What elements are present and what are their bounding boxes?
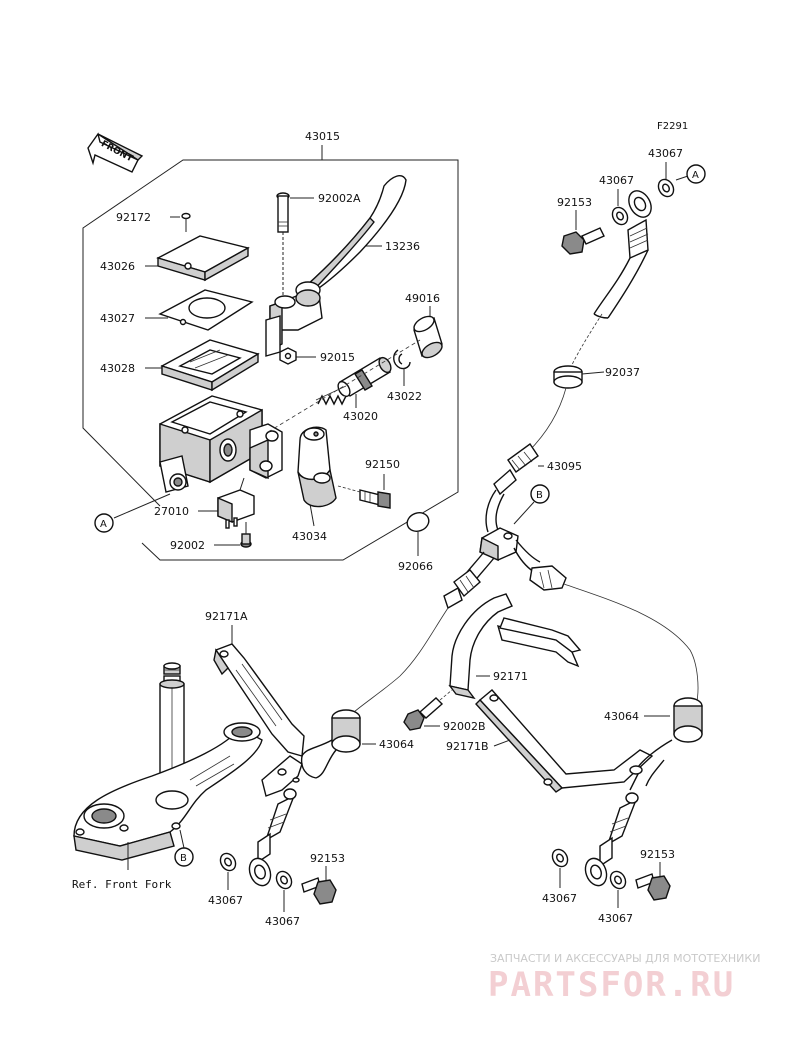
upper-brake-hose: [565, 249, 649, 379]
nut-92015: 92015: [279, 347, 355, 365]
label-92171A: 92171A: [205, 610, 248, 623]
brake-lever: 13236: [265, 175, 420, 357]
label-43064-right: 43064: [604, 710, 639, 723]
grommet-43064-right: 43064: [604, 697, 703, 743]
reservoir-cap: 43026: [100, 235, 250, 282]
ref-front-fork-label: Ref. Front Fork: [72, 878, 172, 891]
bracket-92171A: 92171A: [205, 610, 305, 797]
hose-path-left: [353, 607, 449, 713]
washer-43067-a: 43067: [648, 147, 683, 198]
pivot-bolt-92002A: 92002A: [276, 192, 361, 308]
label-43064-left: 43064: [379, 738, 414, 751]
label-43067-top1: 43067: [648, 147, 683, 160]
cap-plate: 43027: [100, 289, 254, 331]
screw-92002: 92002: [170, 522, 252, 552]
label-43067-top2: 43067: [599, 174, 634, 187]
bracket-92171B: 92171B: [446, 689, 654, 793]
marker-a-right-label: A: [692, 170, 699, 181]
piston-assembly: 43020: [315, 356, 392, 423]
label-43067-bl1: 43067: [208, 894, 243, 907]
label-43034: 43034: [292, 530, 327, 543]
clamp-43034: 43034: [292, 426, 337, 543]
banjo-top: [627, 190, 652, 260]
lower-hose-right: [584, 739, 673, 887]
cap-92066: 92066: [398, 512, 433, 573]
marker-a-left-label: A: [100, 519, 107, 530]
clamp-92037: 92037: [553, 365, 640, 389]
label-43015: 43015: [305, 130, 340, 143]
marker-a-right: A: [675, 164, 706, 184]
label-92171B: 92171B: [446, 740, 489, 753]
joint-43095: 43095: [493, 443, 582, 496]
label-43028: 43028: [100, 362, 135, 375]
bolt-92153-top: 92153: [557, 196, 605, 255]
label-43026: 43026: [100, 260, 135, 273]
boot-49016: 49016: [405, 292, 443, 359]
label-92037: 92037: [605, 366, 640, 379]
front-fork-stem: [73, 662, 263, 861]
label-92153-top: 92153: [557, 196, 592, 209]
label-92002A: 92002A: [318, 192, 361, 205]
watermark: ЗАПЧАСТИ И АКСЕССУАРЫ ДЛЯ МОТОТЕХНИКИ PA…: [488, 952, 760, 1005]
label-43067-br2: 43067: [598, 912, 633, 925]
label-43067-br1: 43067: [542, 892, 577, 905]
bracket-92171: 92171: [448, 593, 582, 700]
marker-a-left: A: [94, 493, 171, 533]
label-92002B: 92002B: [443, 720, 486, 733]
hose-guide-line: [527, 387, 567, 453]
label-92150: 92150: [365, 458, 400, 471]
watermark-subtitle: ЗАПЧАСТИ И АКСЕССУАРЫ ДЛЯ МОТОТЕХНИКИ: [490, 952, 760, 965]
diaphragm: 43028: [100, 339, 260, 392]
diagram-code: F2291: [657, 121, 688, 132]
assembly-frame: 43015: [82, 130, 459, 561]
washer-43067-b: 43067: [599, 174, 634, 226]
ref-front-fork: Ref. Front Fork: [72, 842, 172, 891]
three-way-joint: [443, 489, 567, 610]
label-92171: 92171: [493, 670, 528, 683]
hose-path-right: [563, 583, 699, 707]
front-arrow-icon: FRONT: [87, 132, 144, 173]
brake-switch: 27010: [154, 477, 255, 529]
bolt-92153-bl: 92153: [301, 852, 345, 905]
washer-43067-bl1: 43067: [208, 852, 243, 907]
label-27010: 27010: [154, 505, 189, 518]
bolt-92150: 92150: [337, 458, 400, 509]
washer-43067-br1: 43067: [542, 848, 577, 905]
label-43027: 43027: [100, 312, 135, 325]
label-92153-br: 92153: [640, 848, 675, 861]
washer-43067-br2: 43067: [598, 870, 633, 925]
label-92066: 92066: [398, 560, 433, 573]
marker-b-upper-label: B: [536, 490, 543, 501]
screw-92172: 92172: [116, 211, 191, 232]
master-cylinder-body: [159, 395, 283, 493]
label-43022: 43022: [387, 390, 422, 403]
label-92172: 92172: [116, 211, 151, 224]
label-92153-bl: 92153: [310, 852, 345, 865]
label-43067-bl2: 43067: [265, 915, 300, 928]
washer-43067-bl2: 43067: [265, 870, 300, 928]
label-13236: 13236: [385, 240, 420, 253]
label-49016: 49016: [405, 292, 440, 305]
bolt-92153-br: 92153: [635, 848, 675, 901]
watermark-brand: PARTSFOR.RU: [488, 965, 735, 1005]
label-43095: 43095: [547, 460, 582, 473]
marker-b-lower-label: B: [180, 853, 187, 864]
grommet-43064-left: 43064: [331, 709, 414, 753]
label-43020: 43020: [343, 410, 378, 423]
label-92002: 92002: [170, 539, 205, 552]
circlip-43022: 43022: [387, 349, 422, 403]
label-92015: 92015: [320, 351, 355, 364]
bolt-92002B: 92002B: [403, 689, 486, 733]
marker-b-upper: B: [513, 484, 550, 525]
marker-b-lower: B: [174, 829, 194, 867]
lower-hose-left: [248, 739, 337, 887]
